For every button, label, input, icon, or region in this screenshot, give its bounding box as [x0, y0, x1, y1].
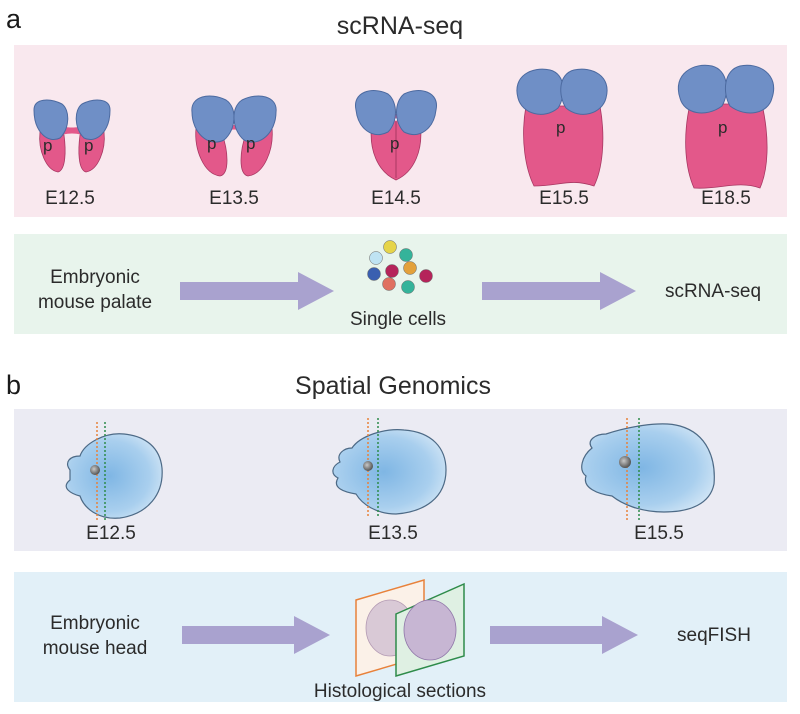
- stage-label-b-1: E13.5: [368, 523, 418, 544]
- flow-a-source: Embryonic mouse palate: [20, 266, 170, 315]
- palate-e15-5: [516, 68, 608, 187]
- flow-b-target: seqFISH: [677, 625, 751, 646]
- palate-label-e13-left: p: [207, 134, 217, 153]
- palate-label-e18: p: [718, 118, 728, 137]
- stage-label-a-4: E18.5: [701, 188, 751, 209]
- stage-label-a-3: E15.5: [539, 188, 589, 209]
- arrow-sections-to-seqfish: [490, 616, 638, 654]
- flow-a-source-line1: Embryonic: [50, 267, 140, 288]
- stage-label-a-1: E13.5: [209, 188, 259, 209]
- single-cell: [369, 251, 383, 265]
- panel-a-letter: a: [6, 4, 22, 34]
- single-cell: [367, 267, 381, 281]
- head-e15-5: [581, 418, 715, 520]
- flow-b-source-line2: mouse head: [42, 637, 148, 659]
- palate-e13-5: [191, 95, 277, 177]
- stage-label-b-2: E15.5: [634, 523, 684, 544]
- single-cell: [403, 261, 417, 275]
- panel-b-title: Spatial Genomics: [295, 372, 491, 400]
- single-cell: [399, 248, 413, 262]
- head-e12-5: [65, 422, 163, 520]
- flow-b-source-line1: Embryonic: [50, 613, 140, 634]
- palate-label-e15: p: [556, 118, 566, 137]
- flow-b-source: Embryonic mouse head: [20, 612, 170, 661]
- palate-label-e12-left: p: [43, 136, 53, 155]
- flow-a-source-line2: mouse palate: [37, 291, 153, 313]
- palate-e12-5: [33, 99, 111, 173]
- single-cell: [419, 269, 433, 283]
- flow-a-middle: Single cells: [349, 309, 447, 330]
- palate-e14-5: [355, 90, 437, 181]
- stage-label-b-0: E12.5: [86, 523, 136, 544]
- arrow-cells-to-scrna: [482, 272, 636, 310]
- stage-label-a-0: E12.5: [45, 188, 95, 209]
- single-cell: [382, 277, 396, 291]
- stage-label-a-2: E14.5: [371, 188, 421, 209]
- panel-a-title: scRNA-seq: [336, 12, 464, 40]
- single-cell: [383, 240, 397, 254]
- panel-a-flow-box: [14, 234, 787, 334]
- palate-label-e14: p: [390, 134, 400, 153]
- head-e13-5: [332, 418, 447, 518]
- histological-section-green: [395, 582, 465, 678]
- arrow-head-to-sections: [182, 616, 330, 654]
- flow-a-target: scRNA-seq: [664, 281, 762, 302]
- panel-b-letter: b: [6, 370, 22, 400]
- single-cell: [385, 264, 399, 278]
- arrow-palate-to-cells: [180, 272, 334, 310]
- palate-e18-5: [677, 64, 775, 189]
- palate-label-e12-right: p: [84, 136, 94, 155]
- single-cells-cluster: [367, 240, 433, 294]
- flow-b-middle: Histological sections: [313, 681, 487, 702]
- single-cell: [401, 280, 415, 294]
- palate-label-e13-right: p: [246, 134, 256, 153]
